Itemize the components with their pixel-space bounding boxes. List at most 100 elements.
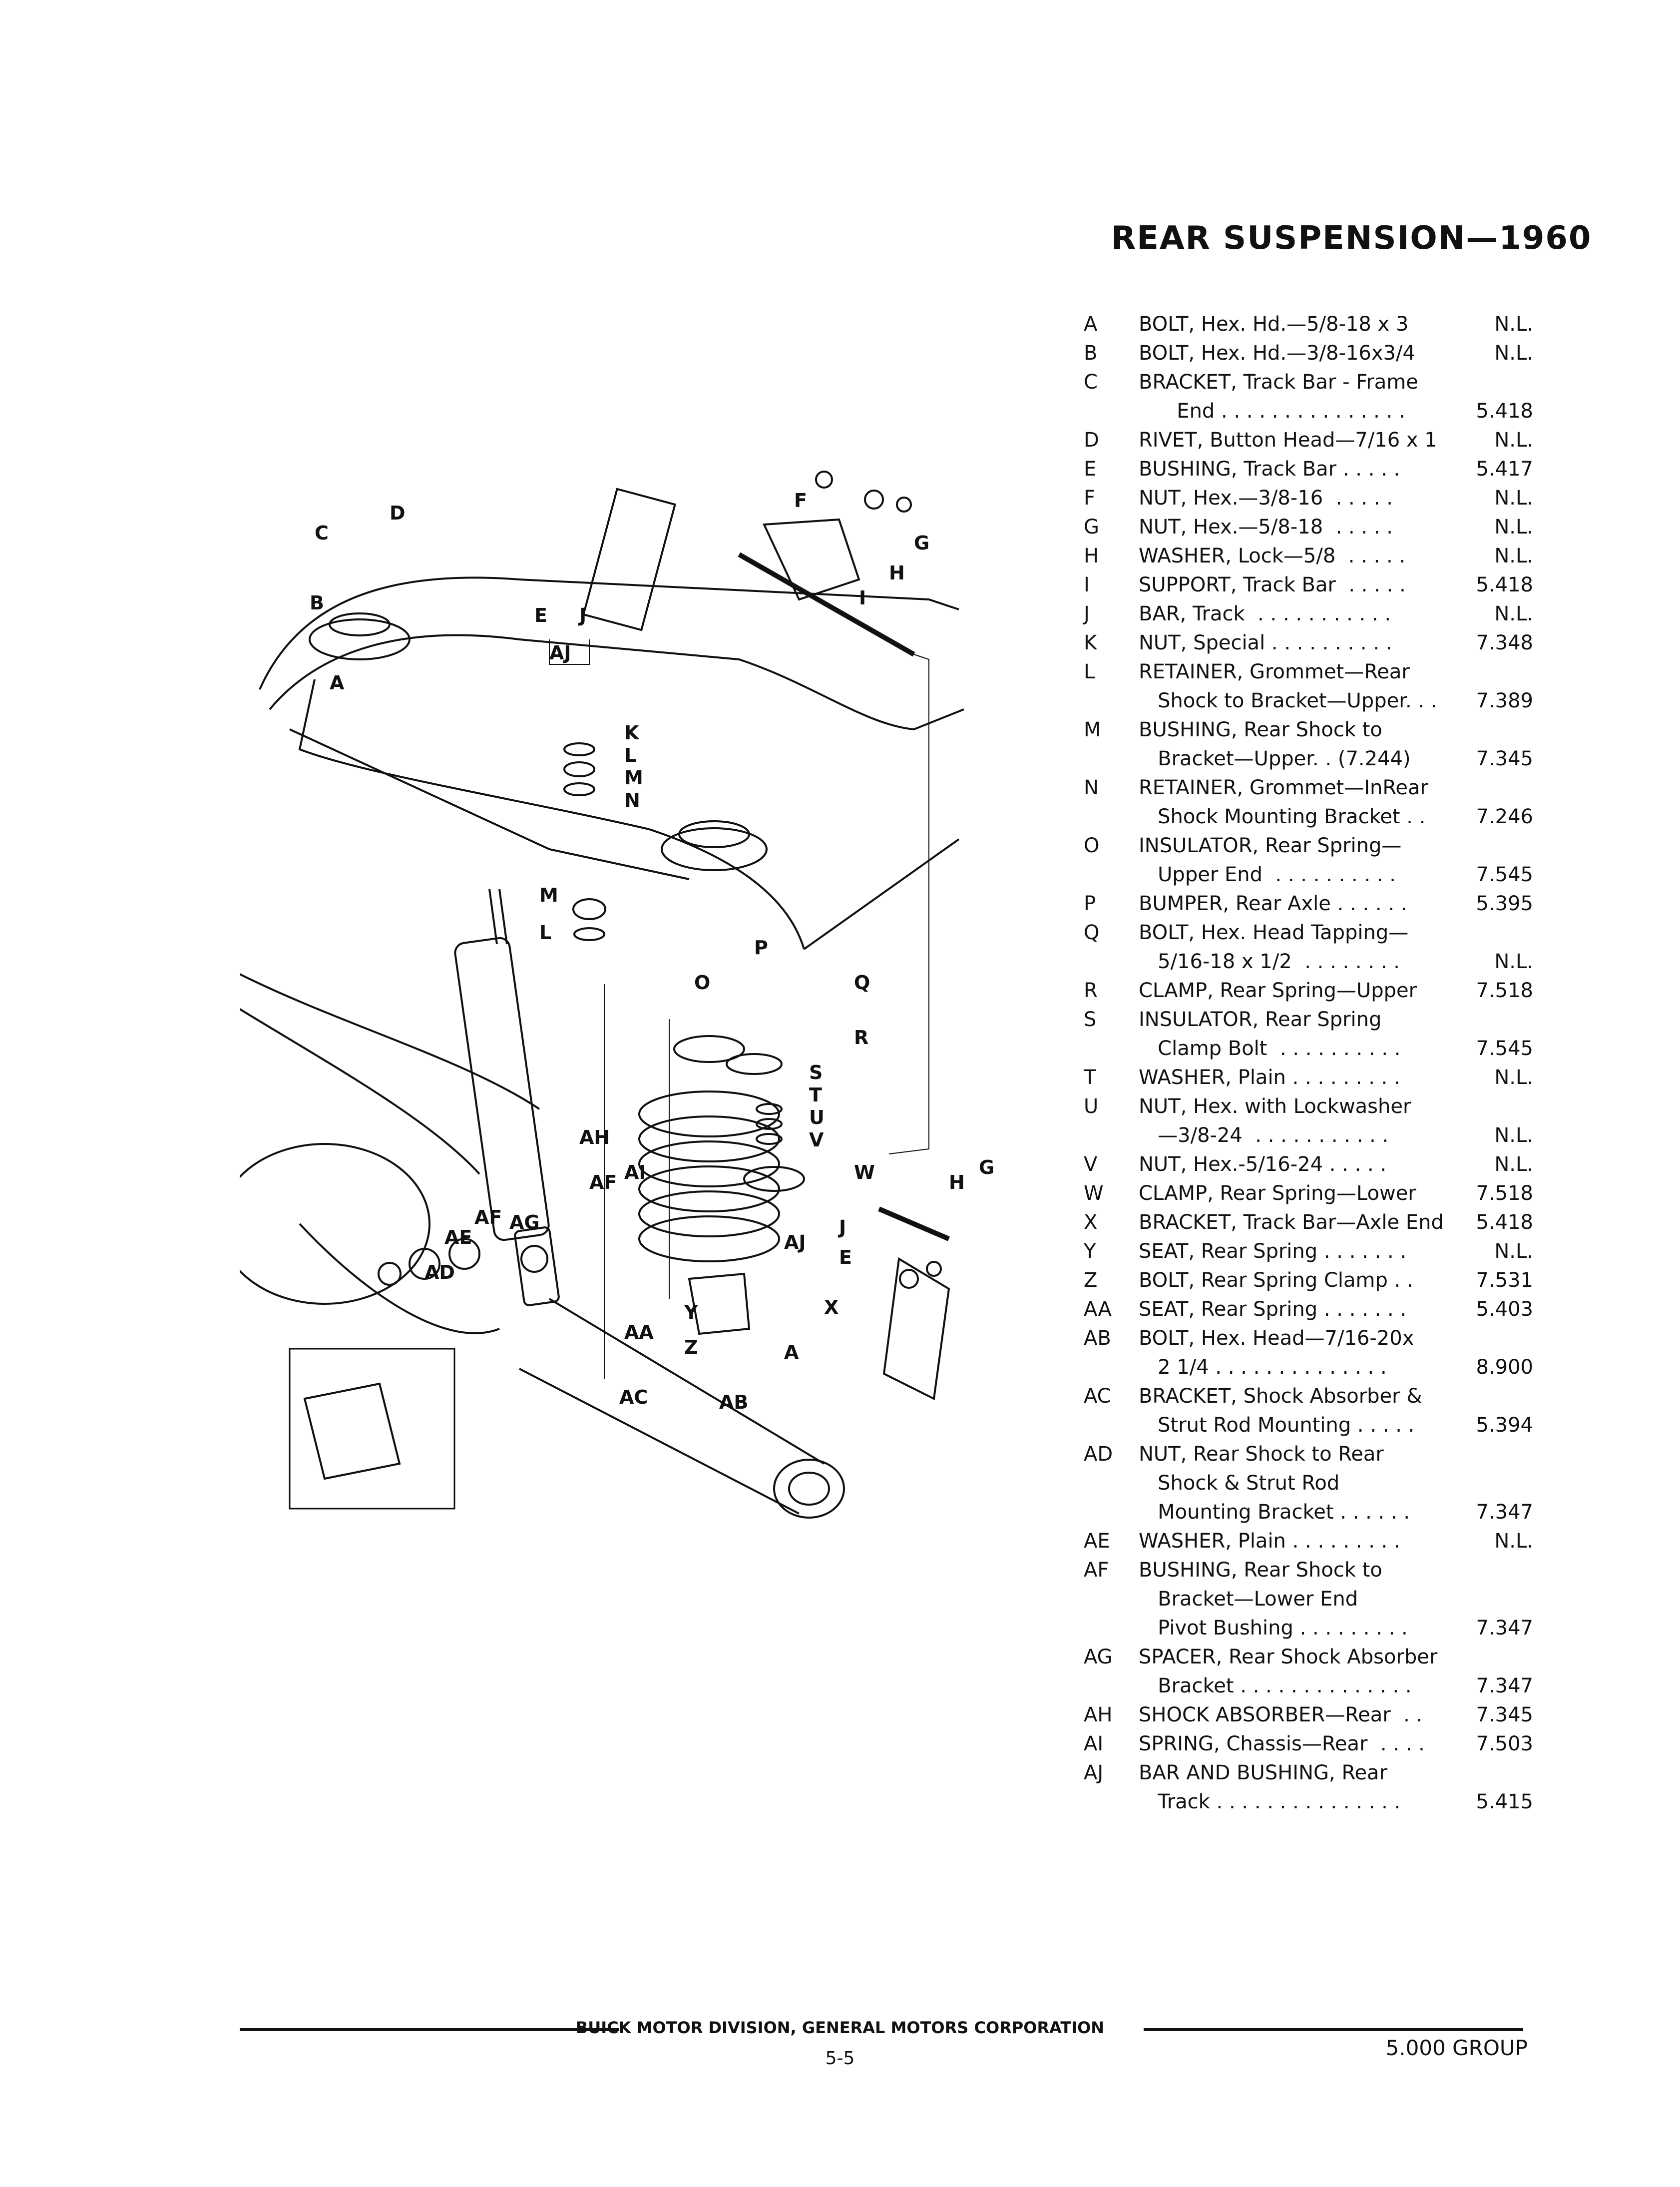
part-letter: P: [1084, 892, 1096, 915]
part-line: INSULATOR, Rear Spring: [1139, 1005, 1533, 1034]
part-ref: 5.394: [1476, 1414, 1533, 1437]
part-letter: G: [1084, 516, 1099, 539]
part-description: SEAT, Rear Spring . . . . . . .N.L.: [1139, 1237, 1533, 1266]
part-line: NUT, Hex.—5/8-18 . . . . .N.L.: [1139, 513, 1533, 542]
part-description: WASHER, Plain . . . . . . . . . N.L.: [1139, 1063, 1533, 1092]
part-line: WASHER, Plain . . . . . . . . . N.L.: [1139, 1063, 1533, 1092]
part-text: BUMPER, Rear Axle . . . . . .: [1139, 892, 1407, 915]
part-ref: N.L.: [1494, 1240, 1533, 1263]
part-letter: AD: [1084, 1443, 1113, 1466]
part-letter: S: [1084, 1008, 1097, 1031]
part-description: BAR, Track . . . . . . . . . . .N.L.: [1139, 599, 1533, 628]
part-letter: Z: [1084, 1269, 1098, 1292]
part-line: SUPPORT, Track Bar . . . . . 5.418: [1139, 570, 1533, 599]
part-ref: [1463, 1556, 1533, 1585]
part-text: Clamp Bolt . . . . . . . . . .: [1139, 1037, 1401, 1060]
part-line: BAR, Track . . . . . . . . . . .N.L.: [1139, 599, 1533, 628]
callout-aj: AJ: [549, 642, 571, 664]
part-letter: AC: [1084, 1385, 1111, 1408]
part-ref: N.L.: [1494, 1153, 1533, 1176]
callout-y: Y: [684, 1301, 698, 1323]
part-description: BUSHING, Rear Shock to Bracket—Lower End…: [1139, 1556, 1533, 1642]
part-letter: B: [1084, 342, 1098, 365]
callout-ag: AG: [509, 1211, 540, 1233]
part-text: WASHER, Plain . . . . . . . . .: [1139, 1066, 1400, 1089]
part-text: BRACKET, Track Bar - Frame: [1139, 371, 1418, 394]
part-ref: N.L.: [1494, 602, 1533, 625]
part-text: 5/16-18 x 1/2 . . . . . . . .: [1139, 950, 1400, 973]
part-text: SHOCK ABSORBER—Rear . .: [1139, 1703, 1423, 1726]
part-description: SPACER, Rear Shock Absorber Bracket . . …: [1139, 1642, 1533, 1700]
part-ref: [1463, 1758, 1533, 1787]
part-letter: K: [1084, 631, 1097, 654]
part-ref: [1463, 1642, 1533, 1671]
part-text: INSULATOR, Rear Spring—: [1139, 834, 1402, 857]
part-text: BAR AND BUSHING, Rear: [1139, 1761, 1388, 1784]
part-text: RIVET, Button Head—7/16 x 1: [1139, 429, 1437, 452]
callout-n: N: [624, 789, 640, 811]
part-description: BRACKET, Track Bar—Axle End 5.418: [1139, 1208, 1533, 1237]
part-text: BRACKET, Track Bar—Axle End: [1139, 1211, 1444, 1234]
part-ref: 5.418: [1476, 1211, 1533, 1234]
part-ref: [1463, 1585, 1533, 1614]
part-ref: N.L.: [1494, 1066, 1533, 1089]
part-line: CLAMP, Rear Spring—Lower 7.518: [1139, 1179, 1533, 1208]
callout-i: I: [859, 587, 866, 609]
part-description: NUT, Rear Shock to Rear Shock & Strut Ro…: [1139, 1440, 1533, 1527]
part-text: Upper End . . . . . . . . . .: [1139, 863, 1396, 886]
part-text: Shock Mounting Bracket . .: [1139, 805, 1426, 828]
part-text: Bracket . . . . . . . . . . . . . .: [1139, 1674, 1412, 1697]
callout-g: G: [914, 532, 929, 554]
part-letter: M: [1084, 718, 1101, 741]
part-description: BAR AND BUSHING, Rear Track . . . . . . …: [1139, 1758, 1533, 1816]
part-line: Bracket—Lower End: [1139, 1585, 1533, 1614]
part-letter: AE: [1084, 1530, 1110, 1553]
part-description: NUT, Hex.-5/16-24 . . . . . N.L.: [1139, 1150, 1533, 1179]
part-text: BOLT, Hex. Hd.—3/8-16x3/4: [1139, 342, 1415, 365]
part-letter: I: [1084, 573, 1090, 596]
part-text: 2 1/4 . . . . . . . . . . . . . .: [1139, 1356, 1387, 1379]
part-ref: 7.347: [1476, 1617, 1533, 1640]
part-ref: [1463, 1469, 1533, 1498]
part-row: K NUT, Special . . . . . . . . . .7.348: [1084, 628, 1533, 657]
callout-g-lower: G: [979, 1156, 994, 1178]
callout-ah: AH: [579, 1126, 610, 1148]
part-ref: 7.518: [1476, 979, 1533, 1002]
part-letter: E: [1084, 458, 1097, 481]
part-letter: C: [1084, 371, 1098, 394]
part-letter: R: [1084, 979, 1098, 1002]
part-letter: Q: [1084, 921, 1100, 944]
part-row: AJ BAR AND BUSHING, Rear Track . . . . . …: [1084, 1758, 1533, 1816]
part-line: Track . . . . . . . . . . . . . . .5.415: [1139, 1787, 1533, 1816]
part-letter: U: [1084, 1095, 1099, 1118]
part-letter: L: [1084, 660, 1095, 683]
callout-l-lower: L: [539, 922, 551, 944]
part-ref: 7.347: [1476, 1674, 1533, 1697]
part-description: SEAT, Rear Spring . . . . . . .5.403: [1139, 1295, 1533, 1324]
part-text: CLAMP, Rear Spring—Upper: [1139, 979, 1417, 1002]
part-text: SUPPORT, Track Bar . . . . .: [1139, 573, 1406, 596]
part-row: S INSULATOR, Rear Spring Clamp Bolt . . .…: [1084, 1005, 1533, 1063]
callout-d: D: [390, 502, 406, 524]
part-letter: AJ: [1084, 1761, 1104, 1784]
part-ref: [1463, 657, 1533, 686]
part-ref: 7.518: [1476, 1182, 1533, 1205]
part-description: INSULATOR, Rear Spring— Upper End . . . …: [1139, 831, 1533, 889]
callout-o: O: [694, 972, 710, 994]
part-ref: 5.418: [1476, 573, 1533, 596]
part-ref: 7.347: [1476, 1501, 1533, 1524]
callout-p: P: [754, 937, 768, 959]
part-description: NUT, Special . . . . . . . . . .7.348: [1139, 628, 1533, 657]
callout-aa: AA: [624, 1321, 654, 1343]
part-text: CLAMP, Rear Spring—Lower: [1139, 1182, 1416, 1205]
part-text: NUT, Hex.-5/16-24 . . . . .: [1139, 1153, 1387, 1176]
